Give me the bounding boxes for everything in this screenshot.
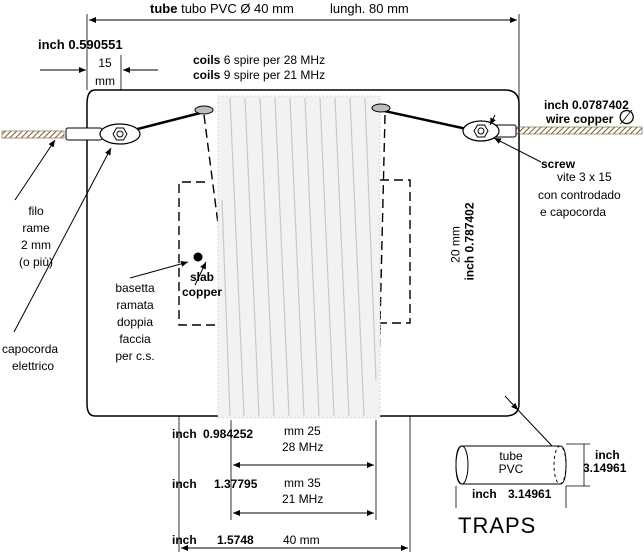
inch-top-left-prefix: inch	[38, 37, 65, 52]
tube-small-icon	[455, 443, 590, 508]
bottom-row3-mm: 40 mm	[283, 533, 320, 547]
basetta-line-2: ramata	[116, 298, 154, 312]
callout-arrows	[13, 114, 554, 448]
inch-top-right-prefix: inch	[544, 98, 569, 112]
filo-line-2: rame	[22, 221, 50, 235]
dim-20-mm: 20 mm	[448, 226, 463, 263]
tube-small-line-1: tube	[499, 449, 523, 463]
basetta-line-4: faccia	[119, 332, 151, 346]
capocorda-line-1: capocorda	[2, 342, 59, 356]
coils-line-2-rest: 9 spire per 21 MHz	[223, 68, 326, 82]
bottom-row2-mhz: 21 MHz	[282, 492, 324, 506]
coils-line-1-rest: 6 spire per 28 MHz	[223, 53, 326, 67]
screw-label: screw	[541, 157, 576, 171]
coils-line-1-bold: coils	[193, 53, 221, 67]
filo-line-4: (o più)	[18, 255, 53, 269]
bottom-row2-inch: inch	[172, 477, 197, 491]
inch-top-right-value: 0.0787402	[572, 98, 629, 112]
tube-small-line-2: PVC	[498, 462, 524, 476]
capocorda-line-2: elettrico	[12, 359, 55, 373]
screw-line-2: con controdado	[538, 188, 621, 202]
coil	[217, 95, 381, 419]
coils-line-2-bold: coils	[193, 68, 221, 82]
bottom-row1-value: 0.984252	[203, 427, 254, 441]
traps-title: TRAPS	[458, 513, 537, 538]
coils-line-2: coils 9 spire per 21 MHz	[193, 69, 325, 82]
screw-right-icon	[462, 120, 517, 142]
solder-dot-icon	[193, 252, 203, 262]
screw-left-icon	[65, 123, 141, 145]
mm-15-unit: mm	[95, 74, 115, 88]
top-length-label: lungh. 80 mm	[330, 1, 409, 16]
tube-small-value-right: 3.14961	[583, 461, 627, 475]
slab-line-1: slab	[189, 270, 214, 284]
filo-line-1: filo	[28, 204, 44, 218]
bottom-row1-inch: inch	[172, 427, 197, 441]
basetta-line-1: basetta	[115, 281, 155, 295]
tube-small-value-bottom: 3.14961	[508, 487, 552, 501]
tube-small-inch-bottom: inch	[472, 487, 497, 501]
mm-15-value: 15	[98, 56, 112, 70]
top-tube-bold: tube	[150, 1, 178, 16]
top-tube-rest: tubo PVC Ø 40 mm	[181, 1, 294, 16]
filo-line-3: 2 mm	[21, 238, 51, 252]
basetta-line-5: per c.s.	[115, 349, 155, 363]
diameter-symbol: ∅	[618, 107, 636, 129]
dim-20-inch: inch 0.787402	[462, 202, 477, 281]
bottom-row1-mm: mm 25	[284, 424, 321, 438]
screw-line-1: vite 3 x 15	[557, 170, 612, 184]
wire-copper-label: wire copper	[546, 112, 614, 126]
inch-top-right: inch 0.0787402	[544, 99, 629, 112]
coils-line-1: coils 6 spire per 28 MHz	[193, 54, 325, 67]
bottom-row1-mhz: 28 MHz	[282, 440, 324, 454]
screw-line-3: e capocorda	[540, 205, 607, 219]
bottom-row2-mm: mm 35	[284, 476, 321, 490]
top-tube-label: tube tubo PVC Ø 40 mm	[150, 2, 294, 15]
inch-top-left: inch 0.590551	[38, 38, 123, 51]
bottom-row3-inch: inch	[172, 533, 197, 547]
tube-small-inch-right: inch	[595, 448, 620, 462]
bottom-row2-value: 1.37795	[214, 477, 258, 491]
slab-line-2: copper	[181, 285, 222, 299]
inch-top-left-value: 0.590551	[68, 37, 123, 52]
bottom-row3-value: 1.5748	[217, 533, 254, 547]
basetta-line-3: doppia	[116, 315, 154, 329]
